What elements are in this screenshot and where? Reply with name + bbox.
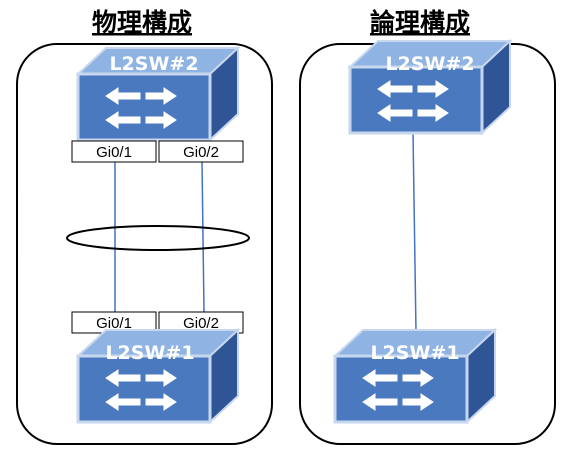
logical-link xyxy=(412,131,417,333)
physical-panel xyxy=(16,43,273,445)
port-label: Gi0/1 xyxy=(96,315,132,332)
physical-top-port-2: Gi0/2 xyxy=(158,140,244,163)
physical-title: 物理構成 xyxy=(92,8,192,37)
logical-top-switch-label: L2SW#2 xyxy=(385,53,474,75)
logical-bottom-switch-label: L2SW#1 xyxy=(370,342,459,364)
logical-top-switch[interactable]: L2SW#2 xyxy=(348,39,512,135)
physical-bottom-port-2: Gi0/2 xyxy=(158,311,244,334)
port-label: Gi0/2 xyxy=(183,315,219,332)
logical-title: 論理構成 xyxy=(370,8,470,37)
port-label: Gi0/2 xyxy=(183,144,219,161)
physical-bottom-switch-label: L2SW#1 xyxy=(105,342,194,364)
port-label: Gi0/1 xyxy=(96,144,132,161)
port-channel-icon xyxy=(66,225,250,251)
physical-top-port-1: Gi0/1 xyxy=(71,140,157,163)
logical-bottom-switch[interactable]: L2SW#1 xyxy=(333,328,497,424)
physical-link-2 xyxy=(201,161,205,313)
physical-top-switch-label: L2SW#2 xyxy=(109,53,198,75)
physical-bottom-switch[interactable]: L2SW#1 xyxy=(76,328,240,424)
physical-top-switch[interactable]: L2SW#2 xyxy=(76,46,240,142)
